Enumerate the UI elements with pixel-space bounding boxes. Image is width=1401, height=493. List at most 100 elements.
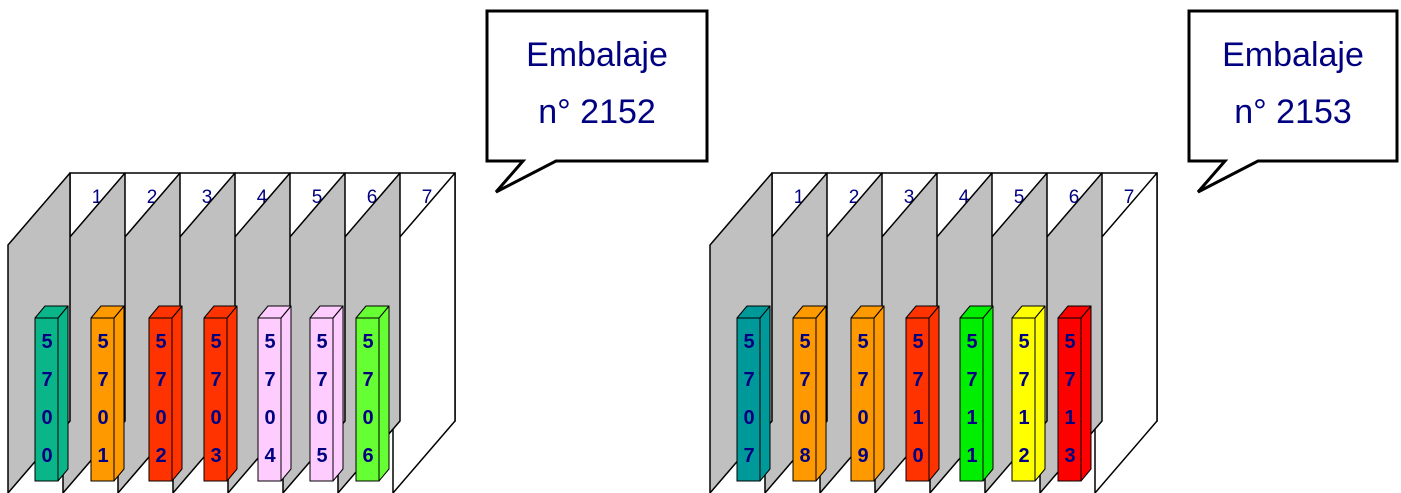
- box-side-7: [1080, 305, 1092, 482]
- box-side-4: [226, 305, 238, 482]
- box-label-digit: 7: [210, 369, 221, 391]
- box-label-digit: 2: [155, 445, 166, 467]
- box-label-digit: 0: [857, 407, 868, 429]
- slot-number-4: 4: [257, 187, 268, 208]
- box-label-digit: 7: [316, 369, 327, 391]
- box-front-6: [1011, 317, 1036, 482]
- box-front-7: [1057, 317, 1082, 482]
- box-label-digit: 5: [41, 331, 52, 353]
- box-front-1: [34, 317, 59, 482]
- box-label-digit: 5: [799, 331, 810, 353]
- box-side-1: [759, 305, 771, 482]
- slot-number-2: 2: [147, 187, 158, 208]
- box-label-digit: 7: [743, 445, 754, 467]
- slot-number-5: 5: [312, 187, 323, 208]
- box-label-digit: 5: [966, 331, 977, 353]
- box-label-digit: 7: [1018, 369, 1029, 391]
- box-label-digit: 1: [966, 445, 977, 467]
- box-front-7: [355, 317, 380, 482]
- box-label-digit: 1: [1018, 407, 1029, 429]
- box-label-digit: 2: [1018, 445, 1029, 467]
- box-label-digit: 1: [912, 407, 923, 429]
- box-label-digit: 0: [41, 445, 52, 467]
- box-label-digit: 5: [912, 331, 923, 353]
- box-label-digit: 3: [210, 445, 221, 467]
- box-label-digit: 5: [210, 331, 221, 353]
- box-side-4: [928, 305, 940, 482]
- box-label-digit: 5: [316, 445, 327, 467]
- box-label-digit: 5: [857, 331, 868, 353]
- slot-number-6: 6: [367, 187, 378, 208]
- callout-title: Embalaje: [1222, 36, 1364, 74]
- box-label-digit: 0: [210, 407, 221, 429]
- box-label-digit: 5: [155, 331, 166, 353]
- slot-number-5: 5: [1014, 187, 1025, 208]
- box-label-digit: 7: [912, 369, 923, 391]
- callout-package-number: n° 2152: [538, 93, 656, 131]
- box-side-3: [873, 305, 885, 482]
- box-label-digit: 1: [97, 445, 108, 467]
- box-label-digit: 5: [316, 331, 327, 353]
- slot-number-1: 1: [92, 187, 103, 208]
- callout-title: Embalaje: [526, 36, 668, 74]
- box-label-digit: 0: [155, 407, 166, 429]
- box-front-4: [203, 317, 228, 482]
- box-label-digit: 7: [966, 369, 977, 391]
- callout-bubble: [1187, 9, 1399, 194]
- box-label-digit: 1: [1064, 407, 1075, 429]
- box-label-digit: 7: [743, 369, 754, 391]
- box-side-1: [57, 305, 69, 482]
- box-front-3: [850, 317, 875, 482]
- box-side-2: [113, 305, 125, 482]
- box-side-5: [280, 305, 292, 482]
- callout-package-number: n° 2153: [1234, 93, 1352, 131]
- box-label-digit: 4: [264, 445, 276, 467]
- box-side-2: [815, 305, 827, 482]
- box-label-digit: 0: [316, 407, 327, 429]
- box-label-digit: 5: [362, 331, 373, 353]
- slot-number-4: 4: [959, 187, 970, 208]
- box-label-digit: 0: [264, 407, 275, 429]
- slot-number-2: 2: [849, 187, 860, 208]
- box-label-digit: 9: [857, 445, 868, 467]
- box-front-6: [309, 317, 334, 482]
- box-label-digit: 5: [264, 331, 275, 353]
- box-label-digit: 7: [799, 369, 810, 391]
- box-side-7: [378, 305, 390, 482]
- box-label-digit: 7: [1064, 369, 1075, 391]
- box-side-6: [1034, 305, 1046, 482]
- box-label-digit: 5: [97, 331, 108, 353]
- slot-number-3: 3: [202, 187, 213, 208]
- box-label-digit: 7: [41, 369, 52, 391]
- box-front-2: [90, 317, 115, 482]
- box-front-4: [905, 317, 930, 482]
- box-side-3: [171, 305, 183, 482]
- box-label-digit: 7: [857, 369, 868, 391]
- box-label-digit: 0: [743, 407, 754, 429]
- slot-number-3: 3: [904, 187, 915, 208]
- box-label-digit: 0: [912, 445, 923, 467]
- box-front-5: [959, 317, 984, 482]
- box-label-digit: 0: [97, 407, 108, 429]
- box-side-5: [982, 305, 994, 482]
- box-label-digit: 0: [41, 407, 52, 429]
- box-label-digit: 6: [362, 445, 373, 467]
- slot-number-6: 6: [1069, 187, 1080, 208]
- box-front-1: [736, 317, 761, 482]
- box-label-digit: 1: [966, 407, 977, 429]
- box-front-2: [792, 317, 817, 482]
- box-front-5: [257, 317, 282, 482]
- callout-bubble: [485, 9, 709, 194]
- box-label-digit: 0: [362, 407, 373, 429]
- box-label-digit: 8: [799, 445, 810, 467]
- box-side-6: [332, 305, 344, 482]
- box-front-3: [148, 317, 173, 482]
- slot-number-7: 7: [422, 187, 433, 208]
- box-label-digit: 0: [799, 407, 810, 429]
- slot-number-7: 7: [1124, 187, 1135, 208]
- box-label-digit: 7: [362, 369, 373, 391]
- box-label-digit: 5: [1018, 331, 1029, 353]
- box-label-digit: 7: [155, 369, 166, 391]
